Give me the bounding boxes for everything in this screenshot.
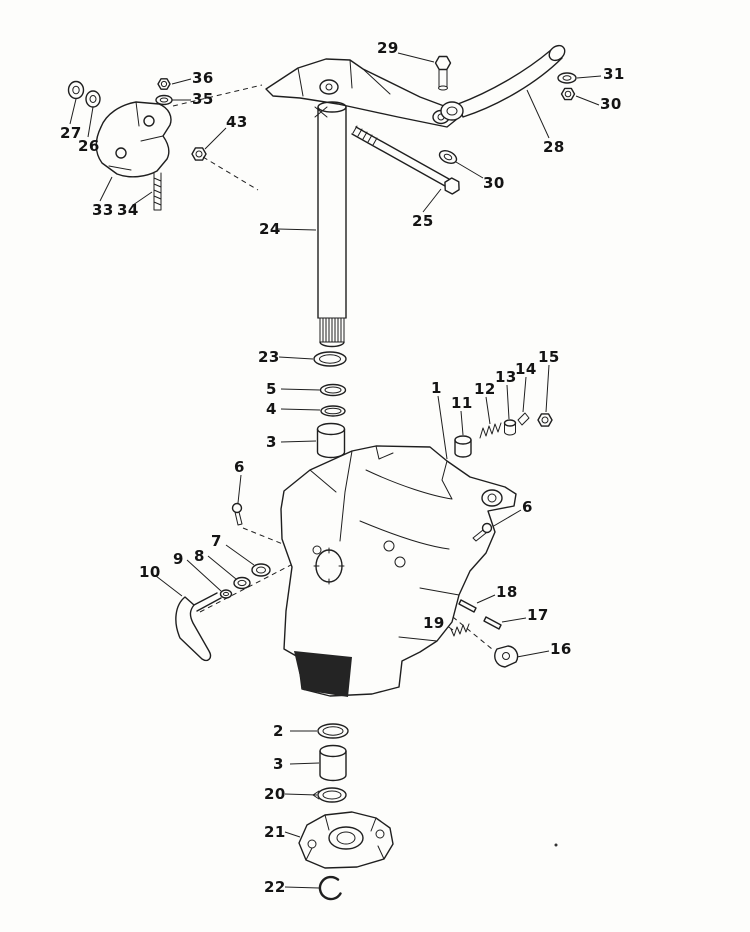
callout-23: 23	[258, 348, 280, 366]
alignment-dashed-lines	[172, 84, 493, 650]
callout-15: 15	[538, 348, 560, 366]
part-ring-9	[219, 589, 233, 599]
part-bushing-11	[454, 435, 472, 458]
part-bolt-29	[434, 55, 452, 91]
callout-30-mid: 30	[483, 174, 505, 192]
part-ring-5	[319, 383, 347, 397]
callout-22: 22	[264, 878, 286, 896]
callout-14: 14	[515, 360, 537, 378]
part-swivel-shaft-24	[317, 101, 347, 348]
part-nut-15	[537, 413, 553, 427]
callout-35: 35	[192, 90, 214, 108]
part-washer-35	[155, 94, 173, 106]
part-ring-4	[320, 405, 346, 417]
callout-26: 26	[78, 137, 100, 155]
callout-29: 29	[377, 39, 399, 57]
callout-25: 25	[412, 212, 434, 230]
part-oring-2	[317, 723, 349, 739]
part-spring-12	[479, 422, 502, 439]
callout-8: 8	[194, 547, 205, 565]
callout-1: 1	[431, 379, 442, 397]
part-washer-27	[67, 80, 85, 100]
callout-2: 2	[273, 722, 284, 740]
callout-11: 11	[451, 394, 473, 412]
callout-13: 13	[495, 368, 517, 386]
callout-31: 31	[603, 65, 625, 83]
part-ring-20	[312, 787, 347, 803]
callout-21: 21	[264, 823, 286, 841]
part-washer-8	[233, 576, 251, 590]
part-pin-17	[483, 616, 502, 630]
callout-7: 7	[211, 532, 222, 550]
part-spring-19	[450, 623, 470, 637]
callout-4: 4	[266, 400, 277, 418]
part-bushing-3-upper	[316, 422, 346, 459]
part-nut-43	[191, 147, 207, 161]
callout-12: 12	[474, 380, 496, 398]
part-clamp-block-33	[95, 101, 172, 178]
part-lever-10	[175, 592, 222, 662]
callout-33: 33	[92, 201, 114, 219]
part-fitting-14	[517, 412, 530, 426]
part-washer-7	[251, 563, 271, 577]
callout-6-right: 6	[522, 498, 533, 516]
part-nut-30-upper	[560, 87, 576, 101]
part-bolt-25	[351, 125, 460, 195]
part-snap-ring-22	[318, 875, 342, 901]
part-lower-bracket-21	[298, 811, 394, 869]
part-fitting-13	[503, 419, 517, 436]
callout-24: 24	[259, 220, 281, 238]
part-nut-36	[157, 78, 171, 90]
part-bushing-3-lower	[319, 744, 347, 782]
part-cam-16	[494, 645, 519, 668]
part-screw-6-left	[231, 502, 243, 526]
part-top-bracket	[265, 58, 458, 128]
callout-19: 19	[423, 614, 445, 632]
leader-lines	[69, 52, 602, 889]
callout-36: 36	[192, 69, 214, 87]
part-housing-1	[280, 445, 517, 697]
callout-43: 43	[226, 113, 248, 131]
callout-3-upper: 3	[266, 433, 277, 451]
part-stud-34	[153, 172, 162, 211]
part-steering-arm-28	[440, 44, 566, 121]
callout-10: 10	[139, 563, 161, 581]
callout-16: 16	[550, 640, 572, 658]
callout-17: 17	[527, 606, 549, 624]
callout-18: 18	[496, 583, 518, 601]
part-screw-6-right	[472, 522, 493, 542]
print-speck	[554, 843, 558, 847]
callout-28: 28	[543, 138, 565, 156]
callout-5: 5	[266, 380, 277, 398]
part-pin-18	[458, 599, 477, 613]
part-washer-31	[557, 72, 577, 84]
part-washer-30-mid	[438, 150, 458, 164]
callout-27: 27	[60, 124, 82, 142]
part-oring-23	[313, 351, 347, 367]
callout-34: 34	[117, 201, 139, 219]
callout-20: 20	[264, 785, 286, 803]
part-washer-26	[85, 90, 101, 108]
callout-9: 9	[173, 550, 184, 568]
callout-3-lower: 3	[273, 755, 284, 773]
callout-30-upper: 30	[600, 95, 622, 113]
callout-6-left: 6	[234, 458, 245, 476]
